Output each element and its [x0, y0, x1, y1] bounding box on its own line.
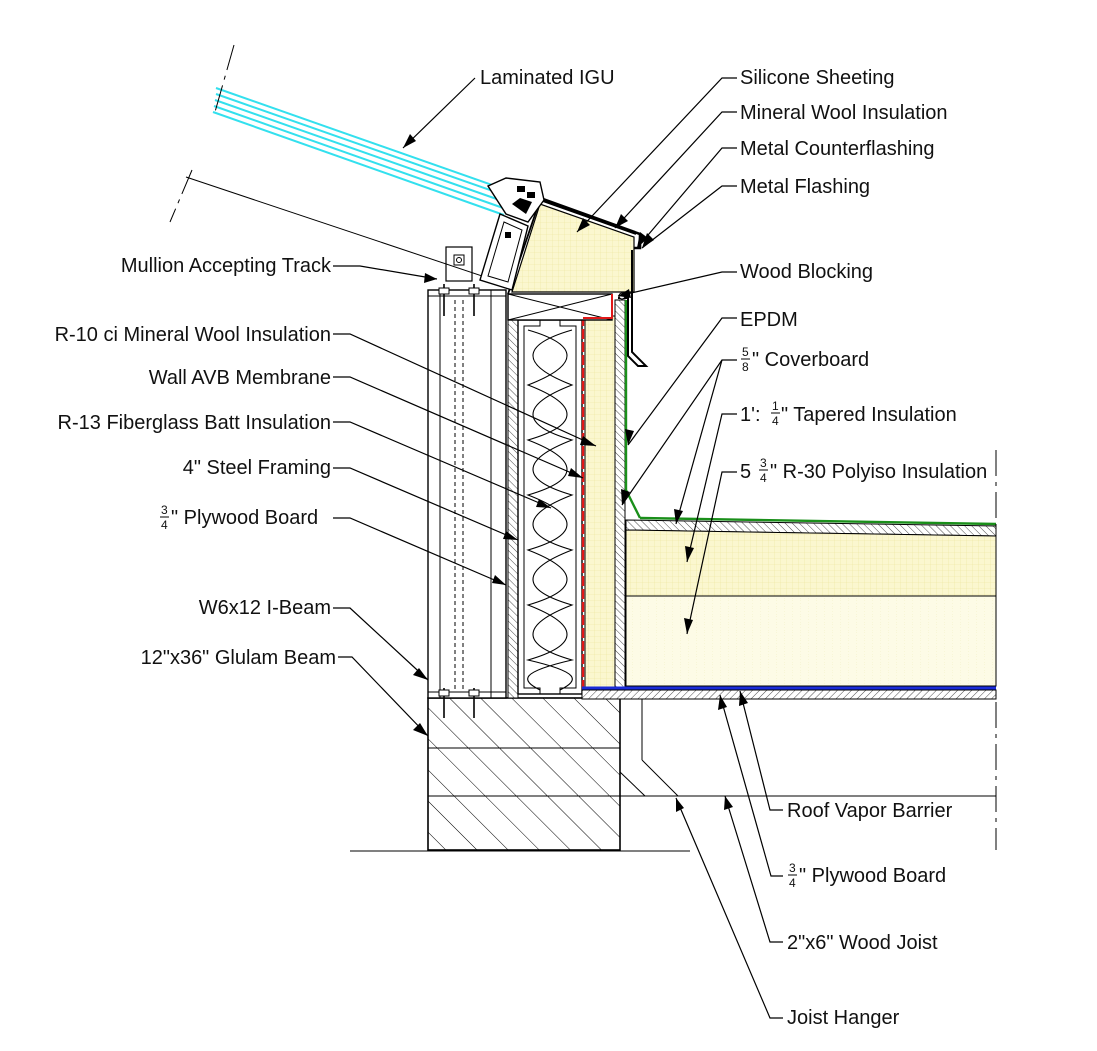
label-steel-framing: 4" Steel Framing: [183, 457, 331, 479]
glulam-beam: [427, 697, 621, 851]
anchor-bolts: [438, 284, 480, 718]
coverboard-text: " Coverboard: [752, 349, 869, 371]
roof-plywood-deck: [581, 689, 997, 700]
label-r13-batt-insulation: R-13 Fiberglass Batt Insulation: [58, 412, 331, 434]
polyiso-numerator: 3: [760, 456, 767, 470]
ibeam-column: [427, 289, 507, 699]
roof-epdm: [639, 516, 997, 526]
tapered-numerator: 1: [772, 399, 779, 413]
label-mullion-accepting-track: Mullion Accepting Track: [121, 255, 332, 277]
polyiso-denominator: 4: [760, 471, 767, 485]
label-joist-hanger: Joist Hanger: [787, 1007, 900, 1029]
plywood-left-text: " Plywood Board: [171, 507, 318, 529]
label-epdm: EPDM: [740, 309, 798, 331]
polyiso-text: " R-30 Polyiso Insulation: [770, 461, 987, 483]
tapered-prefix: 1':: [740, 404, 761, 426]
plywood-left-denominator: 4: [161, 518, 168, 532]
tapered-insulation: [625, 529, 997, 597]
label-mineral-wool-insulation: Mineral Wool Insulation: [740, 102, 948, 124]
tapered-denominator: 4: [772, 414, 779, 428]
plywood-right-denominator: 4: [789, 876, 796, 890]
plywood-left-numerator: 3: [161, 503, 168, 517]
leader-lines: [333, 77, 783, 1019]
plywood-right-numerator: 3: [789, 861, 796, 875]
break-line-bottom: [169, 169, 193, 223]
label-wood-blocking: Wood Blocking: [740, 261, 873, 283]
label-plywood-board-left: 3 4 " Plywood Board: [160, 503, 318, 532]
label-silicone-sheeting: Silicone Sheeting: [740, 67, 895, 89]
wood-blocking: [507, 293, 613, 321]
mullion-accepting-track: [479, 213, 529, 291]
label-metal-counterflashing: Metal Counterflashing: [740, 138, 935, 160]
glazing-frame: [486, 177, 545, 223]
break-line-top: [214, 44, 235, 113]
laminated-igu: [212, 87, 513, 216]
label-glulam-beam: 12"x36" Glulam Beam: [141, 647, 336, 669]
glazing-reference-line: [185, 176, 513, 287]
wood-joist: [619, 699, 996, 850]
plywood-right-text: " Plywood Board: [799, 865, 946, 887]
label-tapered-insulation: 1': 1 4 " Tapered Insulation: [740, 399, 957, 428]
label-ibeam: W6x12 I-Beam: [199, 597, 331, 619]
coverboard-denominator: 8: [742, 360, 749, 374]
ci-mineral-wool: [584, 315, 616, 695]
label-wood-joist: 2"x6" Wood Joist: [787, 932, 938, 954]
label-plywood-board-right: 3 4 " Plywood Board: [788, 861, 946, 890]
label-r10-mineral-wool: R-10 ci Mineral Wool Insulation: [55, 324, 331, 346]
label-laminated-igu: Laminated IGU: [480, 67, 615, 89]
parapet-mineral-wool: [511, 203, 635, 293]
polyiso-insulation: [625, 595, 997, 687]
label-roof-vapor-barrier: Roof Vapor Barrier: [787, 800, 953, 822]
plywood-sheathing-left: [507, 295, 519, 699]
label-metal-flashing: Metal Flashing: [740, 176, 870, 198]
metal-flashing: [618, 250, 649, 367]
label-coverboard: 5 8 " Coverboard: [741, 345, 869, 374]
label-polyiso-insulation: 5 3 4 " R-30 Polyiso Insulation: [740, 456, 987, 485]
label-wall-avb-membrane: Wall AVB Membrane: [149, 367, 331, 389]
batt-insulation: [525, 329, 575, 691]
mullion-plate: [445, 246, 473, 282]
coverboard-numerator: 5: [742, 345, 749, 359]
polyiso-prefix: 5: [740, 461, 751, 483]
leader-arrowheads: [403, 134, 748, 812]
wall-epdm: [624, 300, 642, 519]
tapered-text: " Tapered Insulation: [781, 404, 957, 426]
